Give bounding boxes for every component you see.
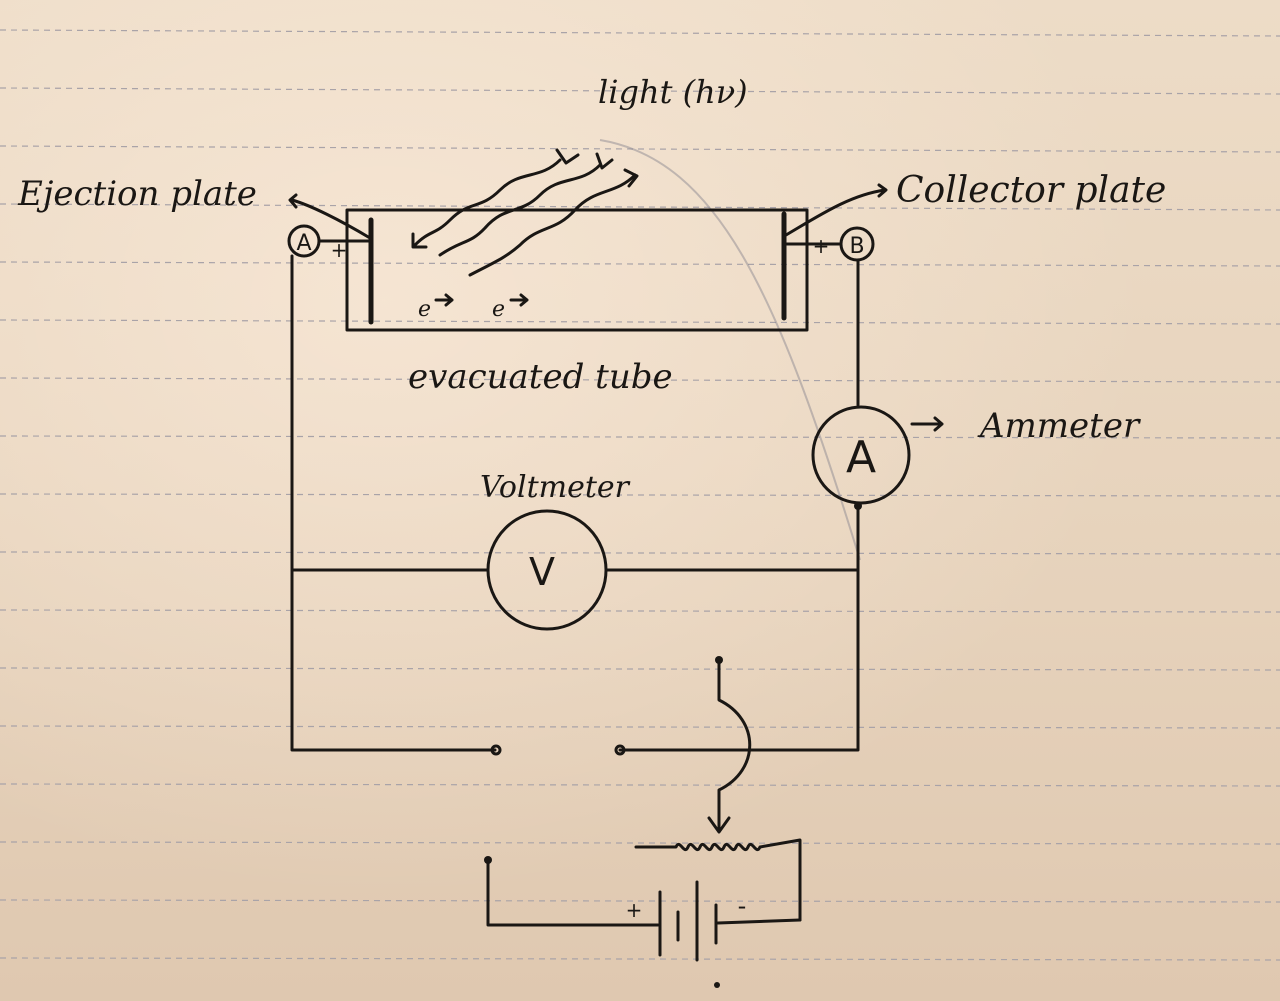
light-label: light (hν) xyxy=(598,73,748,111)
terminal-a-letter: A xyxy=(296,231,311,256)
terminal-b-plus: + xyxy=(813,234,830,258)
evacuated-tube-label: evacuated tube xyxy=(408,357,673,397)
ammeter-letter: A xyxy=(846,432,876,483)
battery-wire-left xyxy=(486,858,660,927)
rheostat-coil xyxy=(634,838,802,922)
circuit-wires xyxy=(290,254,860,752)
rule-lines xyxy=(0,29,1280,961)
ejection-plate-label: Ejection plate xyxy=(17,174,257,214)
battery-wire-right xyxy=(716,918,802,925)
electron-1-arrow xyxy=(434,293,454,307)
ammeter-label: Ammeter xyxy=(977,406,1141,446)
electron-2: e xyxy=(492,297,505,322)
ammeter-pointer xyxy=(910,416,944,432)
ammeter-circle xyxy=(811,405,911,505)
terminal-a-plus: + xyxy=(331,238,348,262)
voltmeter-letter: V xyxy=(529,550,555,594)
rheostat-slider xyxy=(717,658,752,832)
battery-minus: - xyxy=(738,892,747,920)
electron-2-arrow xyxy=(509,293,529,307)
evacuated-tube xyxy=(345,208,809,332)
pencil-curve xyxy=(599,139,861,561)
light-rays xyxy=(411,148,639,277)
ejection-pointer xyxy=(288,193,372,240)
electron-1: e xyxy=(418,297,431,322)
terminal-b-letter: B xyxy=(849,234,864,259)
collector-pointer xyxy=(784,183,888,237)
voltmeter-label: Voltmeter xyxy=(480,470,631,505)
collector-plate-label: Collector plate xyxy=(896,170,1166,211)
voltmeter-circle xyxy=(486,509,608,631)
battery-plus: + xyxy=(626,898,643,922)
